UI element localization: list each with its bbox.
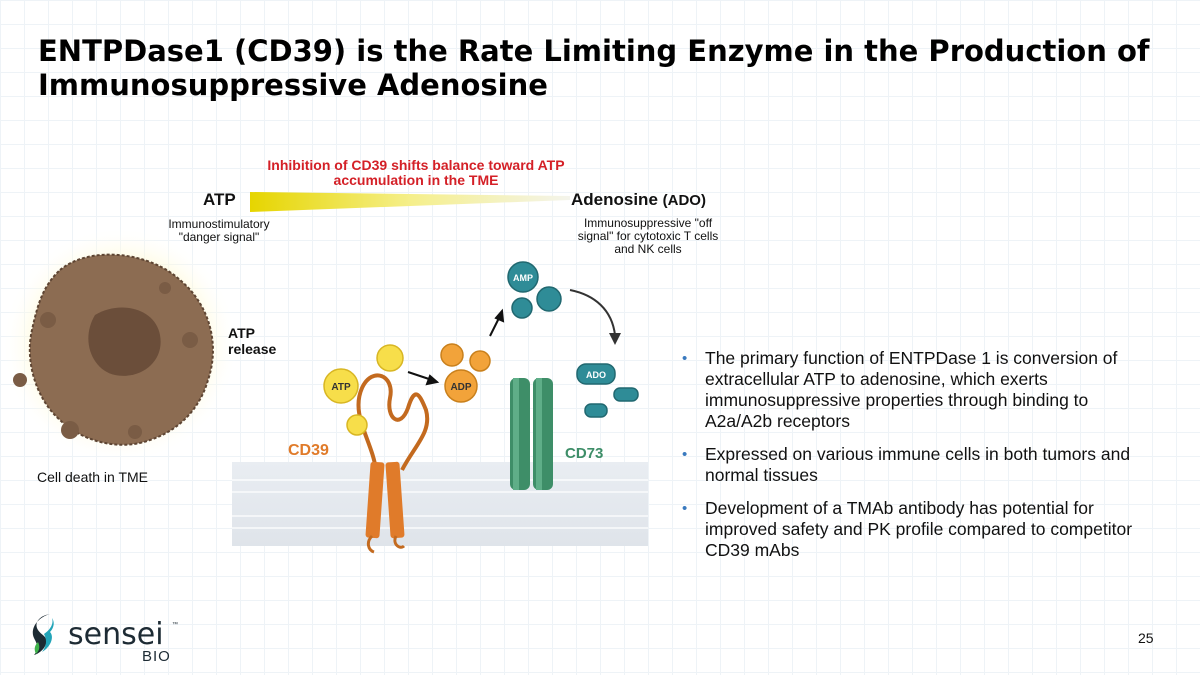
bullet-item: The primary function of ENTPDase 1 is co…: [680, 348, 1150, 432]
bullet-list: The primary function of ENTPDase 1 is co…: [680, 348, 1150, 573]
sensei-bio-logo: sensei ™ BIO: [30, 612, 190, 668]
logo-wordmark: sensei: [68, 617, 164, 652]
reaction-arrows: [407, 308, 505, 386]
cd39-protein: [356, 373, 430, 554]
molecule-atp-label: ATP: [331, 382, 351, 393]
cd73-protein: [510, 378, 553, 490]
adenosine-abbrev: (ADO): [662, 192, 706, 209]
ado-molecules: [576, 363, 639, 418]
pathway-illustration: ATP ADP AMP ADO: [2, 192, 648, 554]
adp-molecules: [440, 343, 491, 403]
logo-trademark: ™: [172, 622, 178, 628]
molecule-ado-label: ADO: [586, 370, 606, 380]
adenosine-heading: Adenosine (ADO): [571, 190, 706, 210]
molecule-adp-label: ADP: [450, 382, 471, 393]
cell-death-label: Cell death in TME: [37, 469, 149, 485]
sensei-s-logo-icon: [32, 614, 54, 655]
atp-heading: ATP: [203, 190, 236, 209]
amp-molecules: [507, 261, 562, 319]
cd39-pathway-figure: ATP ADP AMP ADO I: [0, 140, 720, 560]
adenosine-description: Immunosuppressive "off signal" for cytot…: [577, 216, 719, 256]
page-number: 25: [1138, 630, 1154, 646]
atp-adenosine-balance-wedge: [250, 192, 570, 212]
logo-suffix: BIO: [142, 648, 171, 665]
molecule-amp-label: AMP: [513, 273, 533, 283]
slide-title: ENTPDase1 (CD39) is the Rate Limiting En…: [38, 34, 1150, 102]
dying-cell: [2, 227, 238, 463]
cd39-label: CD39: [288, 442, 329, 459]
amp-to-ado-arrow: [569, 289, 616, 336]
adenosine-heading-text: Adenosine: [571, 190, 658, 209]
atp-molecules: [323, 344, 404, 436]
bullet-item: Expressed on various immune cells in bot…: [680, 444, 1150, 486]
atp-release-label: ATP release: [228, 325, 277, 357]
cell-membrane: [232, 462, 648, 546]
atp-description: Immunostimulatory "danger signal": [168, 217, 270, 244]
cd73-label: CD73: [565, 445, 604, 462]
inhibition-caption: Inhibition of CD39 shifts balance toward…: [267, 157, 565, 188]
bullet-item: Development of a TMAb antibody has poten…: [680, 498, 1150, 561]
